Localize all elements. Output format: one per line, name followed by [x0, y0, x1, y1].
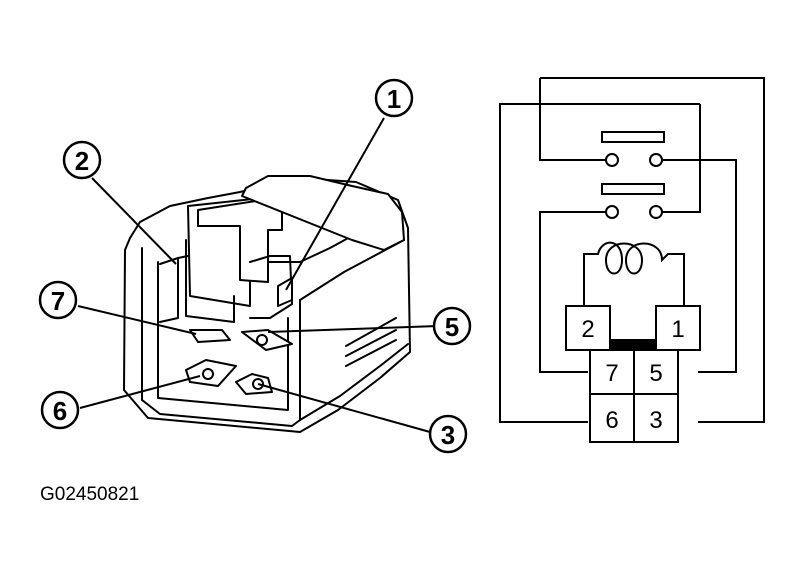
contact-bot-left — [605, 205, 619, 219]
callout-circle-6: 6 — [40, 390, 80, 430]
callout-circle-3: 3 — [428, 414, 468, 454]
pin-label-7: 7 — [605, 360, 618, 387]
svg-text:1: 1 — [387, 84, 401, 114]
pin-label-5: 5 — [649, 360, 662, 387]
wire-pin-5 — [662, 159, 737, 373]
leader-2 — [91, 177, 177, 265]
pin-label-2: 2 — [581, 316, 594, 343]
pin-box-2 — [565, 305, 611, 351]
switch-bar-bottom — [601, 183, 665, 195]
pin-label-1: 1 — [671, 316, 684, 343]
callout-circle-7: 7 — [38, 280, 78, 320]
pin-box-6 — [589, 393, 635, 443]
terminal-7 — [189, 329, 231, 343]
svg-text:2: 2 — [75, 146, 89, 176]
relay-top-cap — [241, 175, 405, 251]
terminal-6-hole — [202, 368, 214, 380]
figure-id: G02450821 — [40, 484, 139, 505]
svg-text:3: 3 — [441, 420, 455, 450]
bridge-bar — [609, 339, 657, 349]
contact-top-right — [649, 153, 663, 167]
relay-right-ribs — [345, 317, 397, 367]
svg-text:7: 7 — [51, 286, 65, 316]
pin-box-7 — [589, 349, 635, 395]
relay-illustration — [123, 175, 411, 433]
coil-winding — [583, 241, 685, 275]
leader-7 — [77, 305, 197, 335]
svg-text:6: 6 — [53, 396, 67, 426]
leader-3 — [257, 383, 431, 433]
switch-bar-top — [601, 131, 665, 143]
relay-schematic — [499, 77, 765, 443]
contact-top-left — [605, 153, 619, 167]
callout-circle-1: 1 — [374, 78, 414, 118]
wire-outer-top — [540, 77, 765, 423]
terminal-5-hole — [256, 334, 268, 346]
pin-label-3: 3 — [649, 407, 662, 434]
leader-6 — [79, 375, 201, 409]
pin-box-3 — [633, 393, 679, 443]
leader-5 — [267, 325, 439, 333]
contact-bot-right — [649, 205, 663, 219]
callout-circle-5: 5 — [432, 306, 472, 346]
callout-leaders — [77, 117, 439, 433]
relay-front-frame — [157, 261, 289, 411]
leader-1 — [285, 117, 385, 291]
wire-top-right-down — [662, 104, 701, 213]
wire-outer-left — [499, 103, 700, 423]
pin-label-6: 6 — [605, 407, 618, 434]
pin-box-5 — [633, 349, 679, 395]
wire-pin-7 — [539, 211, 606, 373]
pin-box-1 — [655, 305, 701, 351]
wire-outer-top-left — [539, 78, 606, 161]
svg-text:5: 5 — [445, 312, 459, 342]
callout-circle-2: 2 — [62, 140, 102, 180]
